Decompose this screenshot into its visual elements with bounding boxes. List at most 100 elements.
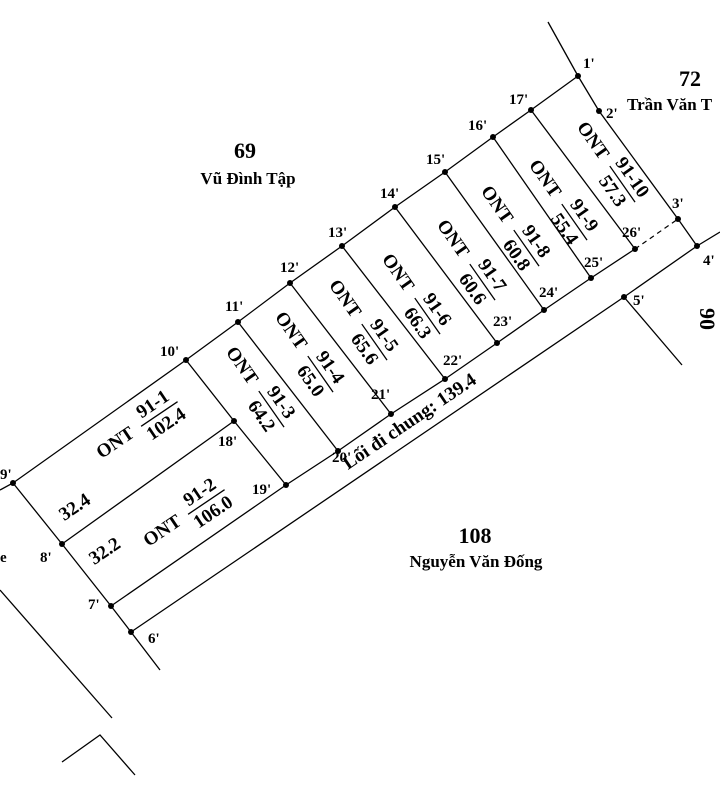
survey-points: 1'2'3'4'5'6'7'8'9'10'11'12'13'14'15'16'1… (0, 56, 715, 647)
survey-point-label: 5' (633, 293, 645, 309)
survey-point-label: 3' (672, 196, 684, 212)
fraction-bar (307, 355, 334, 393)
survey-point-label: 23' (493, 314, 512, 330)
parcel-land-type: ONT (432, 216, 473, 262)
survey-point-marker (108, 603, 114, 609)
survey-point-marker (632, 246, 638, 252)
survey-point-marker (442, 376, 448, 382)
boundary-1-up (547, 21, 579, 77)
survey-point-marker (335, 448, 341, 454)
neighbor-line-left (0, 589, 113, 719)
parcel-labels: ONT91-1102.432.4ONT91-2106.032.2ONT91-36… (55, 118, 653, 570)
parcel-land-type: ONT (524, 156, 565, 202)
divider-11-20 (237, 321, 339, 452)
survey-point-label: 19' (252, 482, 271, 498)
survey-point-marker (283, 482, 289, 488)
survey-point-marker (392, 204, 398, 210)
survey-point-marker (10, 480, 16, 486)
divider-13-22 (341, 245, 446, 380)
boundary-lines (0, 21, 720, 776)
neighbor-72-owner: Trần Văn T (627, 95, 713, 114)
fraction-bar (561, 203, 588, 241)
survey-point-marker (588, 275, 594, 281)
survey-point-marker (442, 169, 448, 175)
parcel-land-type: ONT (270, 308, 311, 354)
survey-point-label: 18' (218, 434, 237, 450)
survey-point-marker (231, 418, 237, 424)
dashed-boundary-26-3 (634, 218, 679, 250)
survey-point-marker (183, 357, 189, 363)
survey-point-marker (621, 294, 627, 300)
survey-point-label: 9' (0, 467, 12, 483)
survey-point-label: 17' (509, 92, 528, 108)
neighbor-72-number: 72 (679, 66, 701, 91)
survey-point-label: 2' (606, 106, 618, 122)
fraction-bar (609, 165, 636, 203)
fraction-bar (361, 323, 388, 361)
survey-point-label: 25' (584, 255, 603, 271)
survey-point-marker (128, 629, 134, 635)
parcel-land-type: ONT (324, 276, 365, 322)
neighbor-line-bottom (61, 734, 136, 776)
parcel-front-line (110, 248, 636, 607)
survey-point-marker (490, 134, 496, 140)
parcel-land-type: ONT (572, 118, 613, 164)
parcel-land-type: ONT (140, 511, 186, 552)
survey-point-label: 6' (148, 631, 160, 647)
survey-point-label: 16' (468, 118, 487, 134)
neighbor-108-number: 108 (459, 523, 492, 548)
survey-point-marker (541, 307, 547, 313)
survey-point-marker (596, 108, 602, 114)
survey-point-label: 15' (426, 152, 445, 168)
east-boundary (577, 75, 698, 247)
survey-point-marker (235, 319, 241, 325)
edge-text-fragment: e (0, 550, 7, 566)
divider-17-26 (530, 109, 636, 250)
survey-point-marker (575, 73, 581, 79)
survey-point-label: 26' (622, 225, 641, 241)
survey-point-label: 4' (703, 253, 715, 269)
survey-point-label: 7' (88, 597, 100, 613)
survey-point-marker (287, 280, 293, 286)
survey-point-label: 21' (371, 387, 390, 403)
road-outer-line (130, 231, 720, 633)
survey-point-marker (694, 243, 700, 249)
survey-point-label: 13' (328, 225, 347, 241)
survey-point-label: 14' (380, 186, 399, 202)
divider-15-24 (444, 171, 545, 311)
survey-point-marker (528, 107, 534, 113)
survey-point-marker (339, 243, 345, 249)
divider-16-25 (492, 136, 592, 279)
survey-point-label: 8' (40, 550, 52, 566)
survey-point-marker (494, 340, 500, 346)
survey-point-marker (675, 216, 681, 222)
survey-point-label: 24' (539, 285, 558, 301)
survey-point-label: 12' (280, 260, 299, 276)
survey-point-label: 22' (443, 353, 462, 369)
fraction-bar (513, 229, 540, 267)
neighbor-69-number: 69 (234, 138, 256, 163)
survey-point-label: 20' (332, 450, 351, 466)
fraction-bar (140, 401, 178, 427)
neighbor-108-owner: Nguyễn Văn Đống (410, 552, 543, 571)
neighbor-69-owner: Vũ Đình Tập (200, 169, 295, 188)
parcel-land-type: ONT (377, 250, 418, 296)
divider-14-23 (394, 206, 498, 344)
fraction-bar (187, 489, 225, 515)
parcel-land-type: ONT (221, 343, 262, 389)
parcel-width: 32.2 (85, 533, 124, 569)
parcel-land-type: ONT (476, 182, 517, 228)
line-8-18 (61, 420, 235, 545)
neighbor-90-number: 90 (695, 308, 720, 330)
fraction-bar (258, 390, 285, 428)
road-label: Lối đi chung: 139.4 (339, 369, 481, 474)
fraction-bar (414, 297, 441, 335)
fraction-bar (469, 263, 496, 301)
survey-point-marker (59, 541, 65, 547)
divider-12-21 (289, 282, 392, 415)
boundary-5-down (623, 296, 683, 366)
